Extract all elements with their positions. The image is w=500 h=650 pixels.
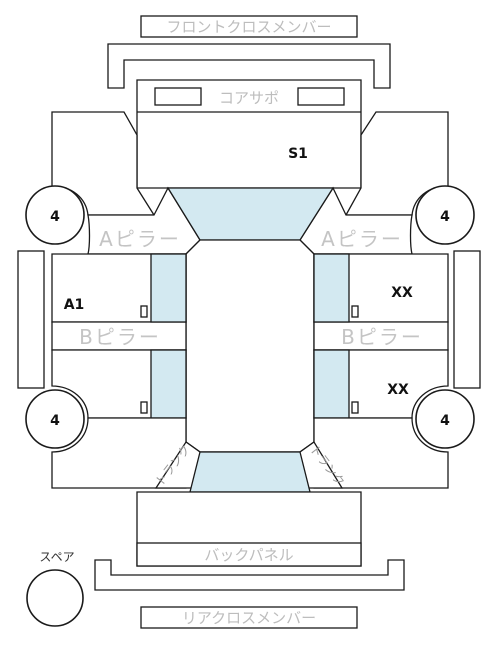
- a-pillar-right-label: Aピラー: [321, 227, 403, 251]
- roof[interactable]: [185, 239, 315, 453]
- front-cross-member-box: [140, 15, 358, 38]
- b-pillar-right-label: Bピラー: [341, 325, 423, 349]
- rear-cross-member-box: [140, 606, 358, 629]
- b-pillar-left-label: Bピラー: [79, 325, 161, 349]
- wheel-front-left-value: 4: [50, 209, 60, 225]
- front-cross-member-label: フロントクロスメンバー: [166, 18, 331, 36]
- rear-cross-member[interactable]: リアクロスメンバー: [140, 606, 358, 629]
- a-pillar-right[interactable]: Aピラー: [299, 186, 413, 255]
- side-sill-left[interactable]: [17, 250, 45, 389]
- wheel-rear-left-value: 4: [50, 413, 60, 429]
- spare-tire[interactable]: スペア: [26, 550, 84, 627]
- wheel-rear-left-circle: [25, 389, 85, 449]
- rear-cross-member-label: リアクロスメンバー: [182, 609, 316, 627]
- window-rear-right[interactable]: [313, 349, 350, 419]
- back-panel[interactable]: バックパネル: [136, 542, 362, 567]
- core-support-label: コアサポ: [219, 89, 279, 107]
- marker-xx-right-rear: XX: [387, 382, 409, 398]
- wheel-rear-right[interactable]: 4: [415, 389, 475, 449]
- marker-s1: S1: [288, 146, 308, 162]
- marker-a1: A1: [64, 297, 85, 313]
- hood-panel: [136, 79, 362, 189]
- front-bumper-bracket[interactable]: [107, 43, 391, 89]
- wheel-front-right[interactable]: 4: [415, 185, 475, 245]
- wheel-rear-right-circle: [415, 389, 475, 449]
- door-handle-rear-right[interactable]: [351, 401, 359, 414]
- window-front-left[interactable]: [150, 253, 187, 323]
- wheel-front-right-value: 4: [440, 209, 450, 225]
- a-pillar-left-label: Aピラー: [99, 227, 181, 251]
- wheel-front-left[interactable]: 4: [25, 185, 85, 245]
- marker-xx-right-front: XX: [391, 285, 413, 301]
- side-sill-right[interactable]: [453, 250, 481, 389]
- spare-tire-label: スペア: [39, 550, 74, 564]
- door-handle-front-left[interactable]: [140, 305, 148, 318]
- back-panel-label: バックパネル: [204, 546, 293, 564]
- a-pillar-left[interactable]: Aピラー: [87, 186, 201, 255]
- rear-bumper-bracket[interactable]: [94, 559, 405, 591]
- back-panel-box: [136, 542, 362, 567]
- window-rear-left[interactable]: [150, 349, 187, 419]
- hood-area[interactable]: コアサポ S1: [136, 79, 362, 189]
- spare-tire-circle: [26, 569, 84, 627]
- door-handle-front-right[interactable]: [351, 305, 359, 318]
- door-handle-rear-left[interactable]: [140, 401, 148, 414]
- headlight-right[interactable]: [297, 87, 345, 106]
- wheel-rear-left[interactable]: 4: [25, 389, 85, 449]
- rear-window[interactable]: [189, 451, 311, 493]
- wheel-front-left-circle: [25, 185, 85, 245]
- window-front-right[interactable]: [313, 253, 350, 323]
- front-cross-member[interactable]: フロントクロスメンバー: [140, 15, 358, 38]
- headlight-left[interactable]: [154, 87, 202, 106]
- wheel-rear-right-value: 4: [440, 413, 450, 429]
- wheel-front-right-circle: [415, 185, 475, 245]
